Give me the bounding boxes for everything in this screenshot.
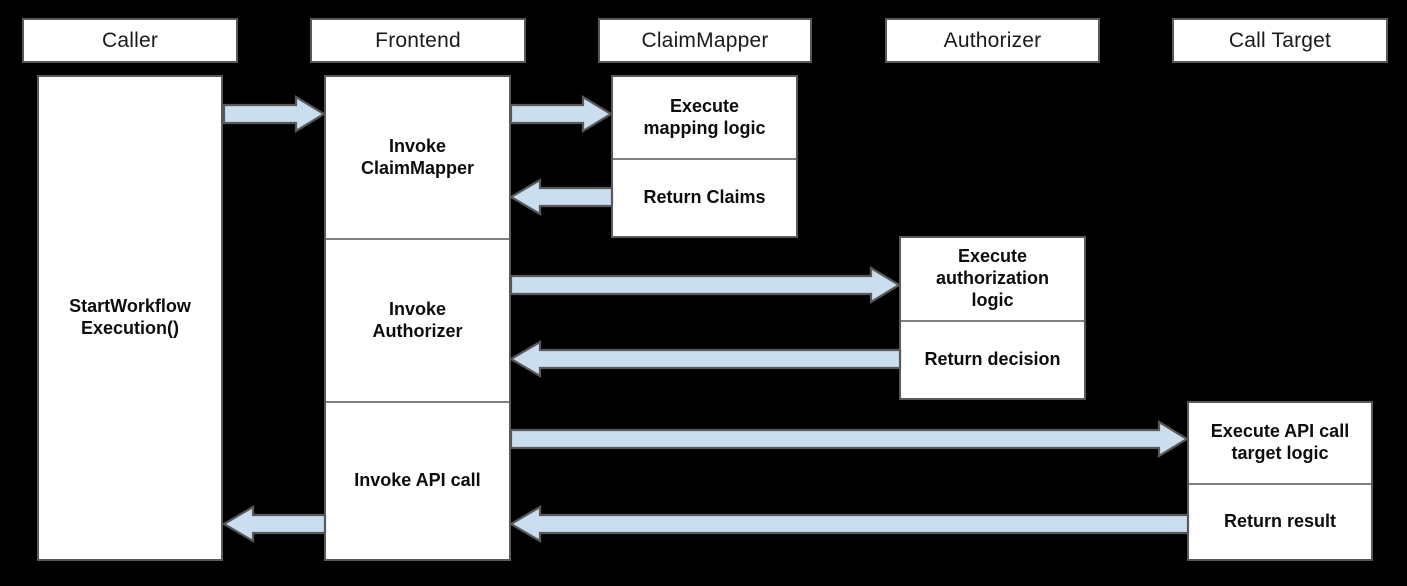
activation-label: Return decision [924,349,1061,370]
activation-segment-invoke-api-call: Invoke API call [326,401,509,559]
message-arrow-frontend-to-caller [221,505,327,543]
lifeline-label-caller: Caller [101,28,159,52]
message-arrow-claimmapper-to-frontend [508,178,614,216]
lifeline-label-authorizer: Authorizer [943,28,1042,52]
activation-label: Return result [1223,511,1337,532]
lifeline-header-claimmapper: ClaimMapper [598,18,812,63]
message-arrow-calltarget-to-frontend [508,505,1190,543]
lifeline-header-caller: Caller [22,18,238,63]
activation-label: Invoke API call [354,470,481,491]
lifeline-label-claimmapper: ClaimMapper [641,28,769,52]
activation-segment-return-result: Return result [1189,483,1371,559]
lifeline-header-calltarget: Call Target [1172,18,1388,63]
message-arrow-authorizer-to-frontend [508,340,902,378]
message-arrow-frontend-to-authorizer [509,266,902,304]
activation-segment-return-decision: Return decision [901,320,1084,398]
message-arrow-frontend-to-calltarget [509,420,1190,458]
message-arrow-frontend-to-claimmapper [509,95,614,133]
activation-label: Return Claims [643,187,766,208]
lifeline-label-frontend: Frontend [375,28,461,52]
message-arrow-caller-to-frontend [222,95,327,133]
lifeline-header-frontend: Frontend [310,18,526,63]
lifeline-header-authorizer: Authorizer [885,18,1100,63]
lifeline-label-calltarget: Call Target [1228,28,1332,52]
activation-segment-return-claims: Return Claims [613,158,796,236]
